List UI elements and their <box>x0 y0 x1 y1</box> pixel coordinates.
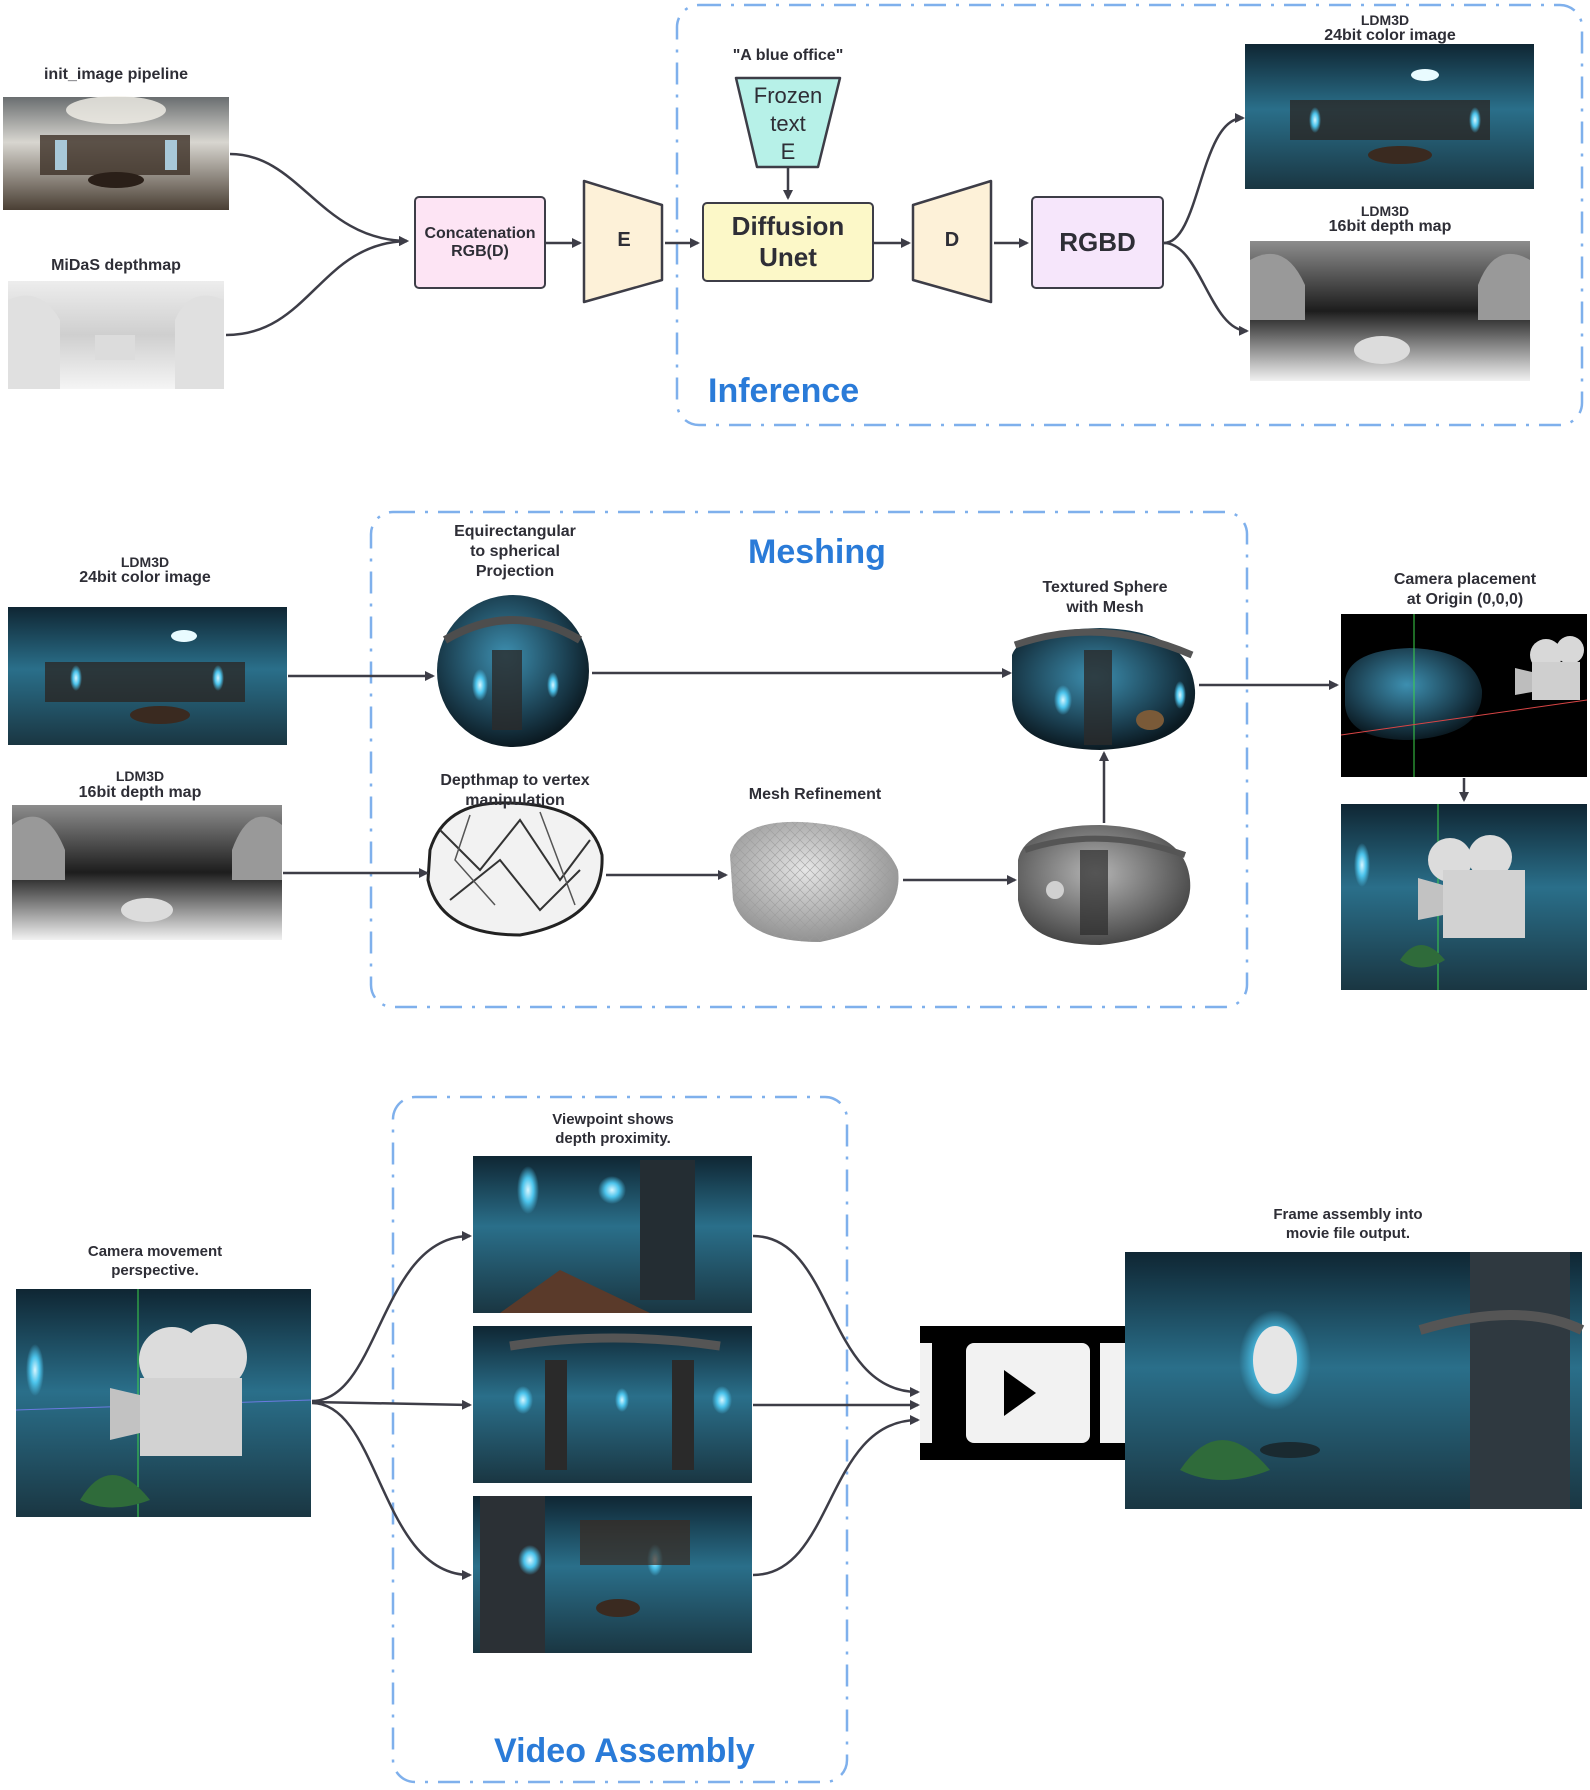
vertex-line-1: Depthmap to vertex <box>440 772 590 789</box>
inference-frame <box>675 3 1584 427</box>
camera-placement-line-2: at Origin (0,0,0) <box>1406 591 1524 608</box>
concatenation-box: Concatenation RGB(D) <box>414 196 546 289</box>
meshing-section-title: Meshing <box>748 533 886 571</box>
viewpoint-frame-1 <box>473 1156 752 1313</box>
final-movie-frame <box>1125 1252 1585 1509</box>
textured-line-2: with Mesh <box>1066 599 1144 616</box>
text-prompt: "A blue office" <box>732 47 844 64</box>
meshing-frame <box>369 510 1249 1009</box>
projection-line-2: to spherical <box>470 543 560 560</box>
encoder-trapezoid <box>582 179 664 304</box>
video-assembly-section-title: Video Assembly <box>494 1732 755 1770</box>
unet-label: Unet <box>759 242 817 272</box>
camera-movement-label: Camera movement perspective. <box>60 1242 250 1280</box>
out-color-caption-top: LDM3D <box>1360 12 1410 28</box>
concatenation-label: Concatenation RGB(D) <box>424 224 536 260</box>
projection-label: Equirectangular to spherical Projection <box>425 522 605 582</box>
spherical-projection-sphere <box>437 595 589 747</box>
film-strip-play-icon <box>920 1326 1125 1460</box>
meshing-color-thumbnail <box>8 607 287 745</box>
out-color-thumbnail <box>1245 44 1534 189</box>
camera-movement-line-2: perspective. <box>111 1262 199 1279</box>
viewpoint-frame-2 <box>473 1326 752 1483</box>
inference-section-title: Inference <box>708 372 860 410</box>
textured-sphere-label: Textured Sphere with Mesh <box>1015 578 1195 618</box>
out-depth-thumbnail <box>1250 241 1530 381</box>
arrow-camera-to-frame-3 <box>311 1401 472 1580</box>
camera-movement-thumbnail <box>15 1289 312 1517</box>
arrow-frame-1-to-film <box>752 1234 920 1397</box>
arrow-init-to-concat <box>229 152 409 246</box>
camera-closeup-thumbnail <box>1341 804 1587 990</box>
refined-mesh-blob <box>730 821 899 942</box>
arrow-rgbd-to-depth <box>1163 241 1249 336</box>
meshing-depth-caption-top: LDM3D <box>115 768 165 784</box>
diffusion-label: Diffusion <box>731 211 845 241</box>
viewpoint-frame-3 <box>473 1496 752 1653</box>
viewpoint-line-2: depth proximity. <box>555 1130 671 1147</box>
vertex-manipulation-label: Depthmap to vertex manipulation <box>415 771 615 811</box>
frozen-text-encoder-shape <box>734 76 842 169</box>
arrow-camera-to-frame-1 <box>311 1231 472 1403</box>
projection-line-1: Equirectangular <box>454 523 576 540</box>
init-image-thumbnail <box>3 96 229 210</box>
frozen-text-line-2: text <box>770 111 806 136</box>
meshing-depth-thumbnail <box>12 805 282 940</box>
camera-origin-thumbnail <box>1340 614 1588 777</box>
frozen-text-line-1: Frozen <box>753 83 823 108</box>
meshing-color-caption-top: LDM3D <box>120 554 170 570</box>
init-image-label: init_image pipeline <box>43 66 189 83</box>
out-depth-caption-top: LDM3D <box>1360 203 1410 219</box>
camera-placement-label: Camera placement at Origin (0,0,0) <box>1370 570 1560 610</box>
textured-line-1: Textured Sphere <box>1042 579 1168 596</box>
viewpoint-line-1: Viewpoint shows <box>552 1111 674 1128</box>
vertex-mesh-blob <box>426 801 604 937</box>
textured-sphere-with-mesh <box>1012 628 1196 750</box>
encoder-label: E <box>617 229 631 251</box>
midas-depthmap-thumbnail <box>8 281 224 389</box>
frozen-text-line-3: E <box>780 139 796 164</box>
meshing-depth-caption: 16bit depth map <box>78 784 202 801</box>
frame-assembly-label: Frame assembly into movie file output. <box>1248 1205 1448 1243</box>
decoder-label: D <box>944 229 960 251</box>
viewpoint-label: Viewpoint shows depth proximity. <box>518 1110 708 1148</box>
grey-textured-sphere <box>1018 825 1191 945</box>
out-depth-caption: 16bit depth map <box>1328 218 1452 235</box>
camera-movement-line-1: Camera movement <box>87 1243 223 1260</box>
vertex-line-2: manipulation <box>465 792 565 809</box>
rgbd-label: RGBD <box>1059 227 1136 257</box>
frame-assembly-line-1: Frame assembly into <box>1273 1206 1423 1223</box>
rgbd-box: RGBD <box>1031 196 1164 289</box>
projection-line-3: Projection <box>475 563 555 580</box>
arrow-frame-3-to-film <box>752 1415 920 1577</box>
diffusion-unet-box: Diffusion Unet <box>702 202 874 282</box>
arrow-midas-to-concat <box>225 236 409 337</box>
frame-assembly-line-2: movie file output. <box>1285 1225 1411 1242</box>
meshing-color-caption: 24bit color image <box>79 569 211 586</box>
video-frame <box>391 1095 849 1784</box>
midas-depthmap-label: MiDaS depthmap <box>51 257 181 274</box>
out-color-caption: 24bit color image <box>1324 27 1456 44</box>
arrow-camera-to-frame-2 <box>311 1399 472 1410</box>
frozen-text-encoder-label: Frozen text E <box>738 82 838 166</box>
decoder-trapezoid <box>911 179 993 304</box>
arrow-rgbd-to-color <box>1163 113 1245 245</box>
camera-placement-line-1: Camera placement <box>1393 571 1537 588</box>
mesh-refinement-label: Mesh Refinement <box>748 786 882 803</box>
